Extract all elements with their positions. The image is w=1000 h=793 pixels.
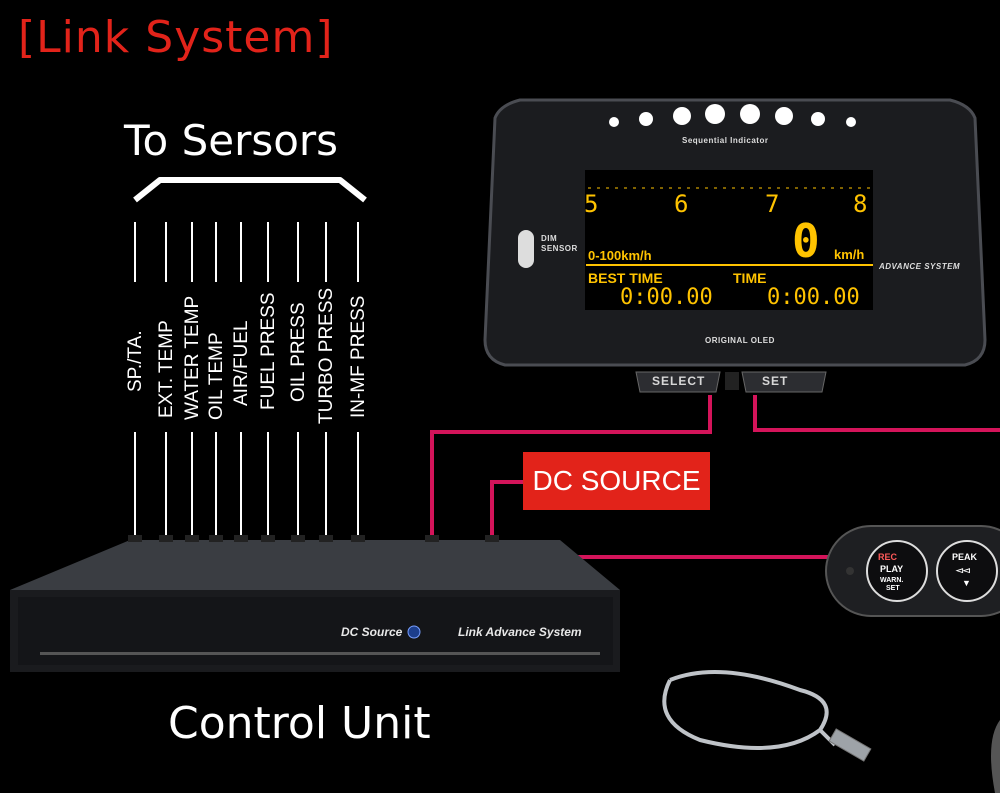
original-oled-label: ORIGINAL OLED — [705, 336, 775, 345]
sensor-wires-top — [134, 222, 359, 282]
sensor-label-oil-press: OIL PRESS — [288, 302, 309, 402]
sensors-heading: To Sersors — [124, 116, 339, 165]
peak-button[interactable]: PEAK — [952, 552, 978, 562]
scale-7: 7 — [765, 190, 780, 218]
sensor-label-fuel-press: FUEL PRESS — [258, 292, 279, 410]
remote-unit — [825, 525, 1000, 617]
sensor-label-in-mf-press: IN-MF PRESS — [348, 295, 369, 418]
rewind-icon[interactable]: ◅◅ — [956, 565, 970, 575]
sensor-bracket — [133, 177, 367, 203]
sequential-indicator-label: Sequential Indicator — [682, 136, 769, 145]
best-time-label: BEST TIME — [588, 270, 663, 286]
best-time-value: 0:00.00 — [620, 285, 713, 310]
speed-unit: km/h — [834, 247, 865, 262]
dc-source-label: DC SOURCE — [523, 452, 710, 510]
set-button[interactable]: SET — [762, 374, 789, 388]
speed-value: 0 — [792, 214, 820, 268]
advance-system-label: ADVANCE SYSTEM — [879, 262, 961, 271]
sensor-label-air-fuel: AIR/FUEL — [231, 320, 252, 406]
time-value: 0:00.00 — [767, 285, 860, 310]
dim-sensor-label: DIM SENSOR — [541, 234, 578, 253]
select-button[interactable]: SELECT — [652, 374, 706, 388]
sensor-label-speed: SP./TA. — [125, 330, 146, 392]
play-button[interactable]: PLAY — [880, 564, 904, 574]
gauge-device — [483, 98, 987, 393]
down-arrow-icon[interactable]: ▼ — [962, 578, 971, 588]
set-remote-label: SET — [886, 585, 900, 592]
warn-label: WARN. — [880, 577, 904, 584]
sensor-label-ext-temp: EXT. TEMP — [156, 320, 177, 418]
sensor-label-oil-temp: OIL TEMP — [206, 332, 227, 420]
sensor-label-turbo-press: TURBO PRESS — [316, 287, 337, 424]
sensor-label-water-temp: WATER TEMP — [182, 295, 203, 420]
control-unit-box — [10, 535, 620, 672]
scale-6: 6 — [674, 190, 689, 218]
control-unit-caption: Control Unit — [168, 698, 431, 749]
sensor-wires-bottom — [134, 432, 359, 540]
unit-brand-text: Link Advance System — [458, 625, 582, 639]
corner-object — [991, 720, 1000, 793]
mode-label: 0-100km/h — [588, 248, 652, 263]
scale-5: 5 — [584, 190, 599, 218]
rec-button[interactable]: REC — [878, 552, 898, 562]
scale-8: 8 — [853, 190, 868, 218]
temperature-probe — [662, 670, 872, 762]
diagram-title: [Link System] — [18, 12, 334, 63]
time-label: TIME — [733, 270, 767, 286]
unit-dc-source-text: DC Source — [341, 625, 403, 639]
